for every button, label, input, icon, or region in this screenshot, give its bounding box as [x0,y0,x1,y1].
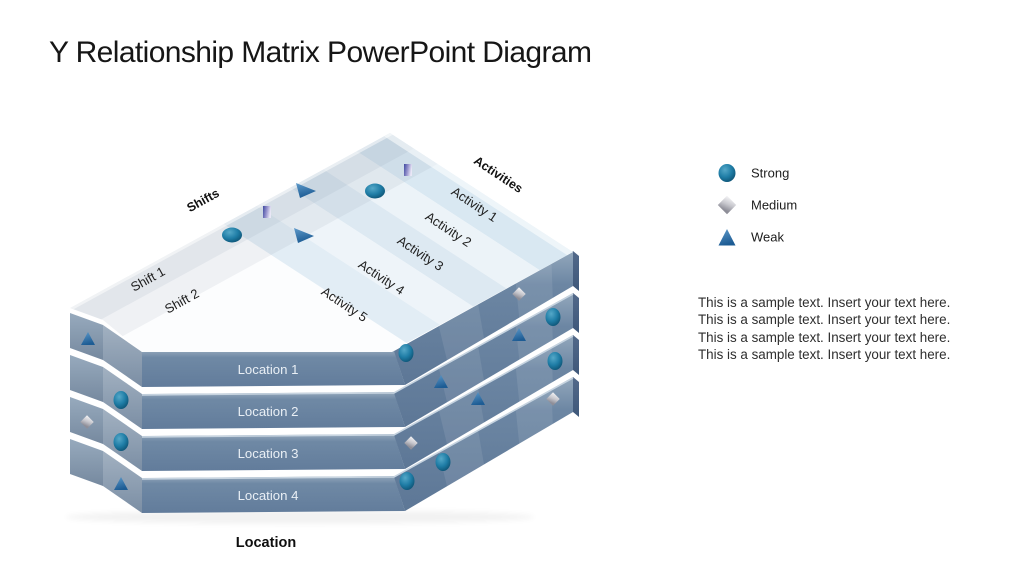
marker-weak-side [81,332,95,345]
marker-layer [80,164,563,490]
activities-axis-label: Activities [471,153,525,195]
marker-medium-side [404,436,418,450]
marker-medium-side [546,392,560,406]
legend: Strong Medium Weak [717,164,797,246]
marker-strong-top [222,227,242,243]
location-slab-2: Location 2 [70,293,579,429]
marker-weak-side [434,375,448,388]
marker-strong-side [113,391,129,409]
marker-strong-side [435,453,451,471]
activity-stripe-4 [256,187,474,325]
ground-shadow [65,510,535,524]
marker-strong-side [545,308,561,326]
slab-right-arm-face [394,251,573,385]
location-axis-label: Location [236,535,296,551]
legend-medium-label: Medium [751,198,797,213]
location-slab-3: Location 3 [70,335,579,471]
marker-weak-top [296,183,316,198]
marker-medium-top [263,206,271,218]
marker-medium-top [404,164,412,176]
marker-strong-side [399,472,415,490]
shift-stripe-2 [93,148,438,339]
activity-stripe-3 [290,169,507,307]
legend-strong-icon [718,164,736,182]
slab-front-face [142,350,405,387]
shift-stripe-1 [70,133,414,324]
location-slab-1: Location 1 [70,251,579,387]
marker-weak-side [114,477,128,490]
marker-strong-side [113,433,129,451]
legend-medium-icon [717,195,737,215]
marker-strong-side [398,344,414,362]
legend-weak-icon [718,229,736,246]
legend-strong-label: Strong [751,166,789,181]
location-label: Location 1 [238,362,299,377]
legend-weak-label: Weak [751,230,784,245]
marker-weak-side [471,392,485,405]
marker-strong-top [365,183,385,199]
marker-weak-top [294,228,314,243]
activity-stripe-5 [223,205,440,343]
slab-end-cap [573,251,579,291]
sample-text: This is a sample text. Insert your text … [698,295,951,362]
shifts-axis-label: Shifts [184,186,221,215]
marker-medium-side [512,287,526,301]
page-title: Y Relationship Matrix PowerPoint Diagram [49,36,592,69]
slab-left-bevel-face [103,325,142,387]
location-label: Location 4 [238,488,299,503]
marker-weak-side [512,328,526,341]
marker-strong-side [547,352,563,370]
location-label: Location 3 [238,446,299,461]
location-label: Location 2 [238,404,299,419]
